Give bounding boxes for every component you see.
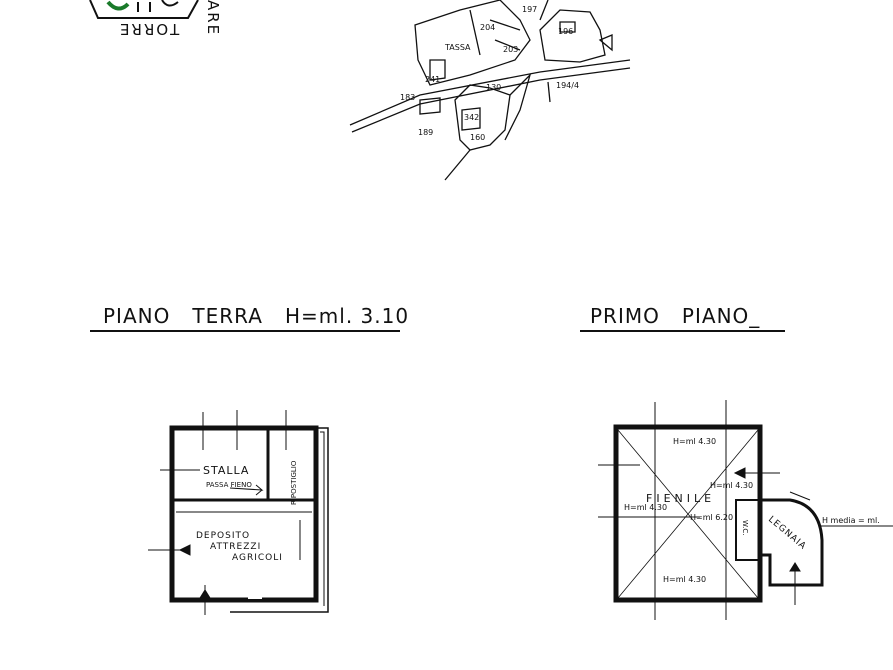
- map-label: 183: [400, 93, 415, 102]
- height-label-top: H=ml 4.30: [673, 437, 716, 446]
- map-label: 203: [503, 45, 518, 54]
- height-label-center: H=ml 6.20: [690, 513, 733, 522]
- height-label-bottom: H=ml 4.30: [663, 575, 706, 584]
- room-label-legnaia: LEGNAIA: [766, 515, 808, 552]
- room-label-ripostiglio: RIPOSTIGLIO: [290, 460, 298, 505]
- map-label: 160: [470, 133, 485, 142]
- room-label-attrezzi: ATTREZZI: [210, 542, 261, 552]
- map-label: 241: [425, 75, 440, 84]
- room-label-wc: W.C.: [741, 520, 749, 535]
- height-label-left: H=ml 4.30: [624, 503, 667, 512]
- map-label: 130: [486, 83, 501, 92]
- logo-mark-icon: [89, 0, 199, 19]
- height-label-right: H=ml 4.30: [710, 481, 753, 490]
- map-label: 196: [558, 27, 573, 36]
- room-label-passa-fieno: PASSA FIENO: [206, 481, 252, 489]
- ground-floor-title: PIANO TERRA H=ml. 3.10: [103, 304, 410, 328]
- room-label-fienile: FIENILE: [646, 492, 715, 505]
- map-label: TASSA: [444, 43, 471, 52]
- first-floor-title-underline: [580, 330, 785, 332]
- map-label: 342: [464, 113, 479, 122]
- room-label-deposito: DEPOSITO: [196, 531, 250, 541]
- map-label: 204: [480, 23, 495, 32]
- first-floor-title: PRIMO PIANO_: [590, 304, 761, 328]
- logo: TORRE ARE: [78, 0, 228, 44]
- map-label: 189: [418, 128, 433, 137]
- map-label: 197: [522, 5, 537, 14]
- ground-floor-title-underline: [90, 330, 400, 332]
- map-label: 194/4: [556, 81, 579, 90]
- room-label-stalla: STALLA: [203, 464, 249, 477]
- height-label-media: H media = ml.: [822, 516, 880, 525]
- room-label-agricoli: AGRICOLI: [232, 553, 283, 563]
- logo-text-are: ARE: [204, 0, 222, 37]
